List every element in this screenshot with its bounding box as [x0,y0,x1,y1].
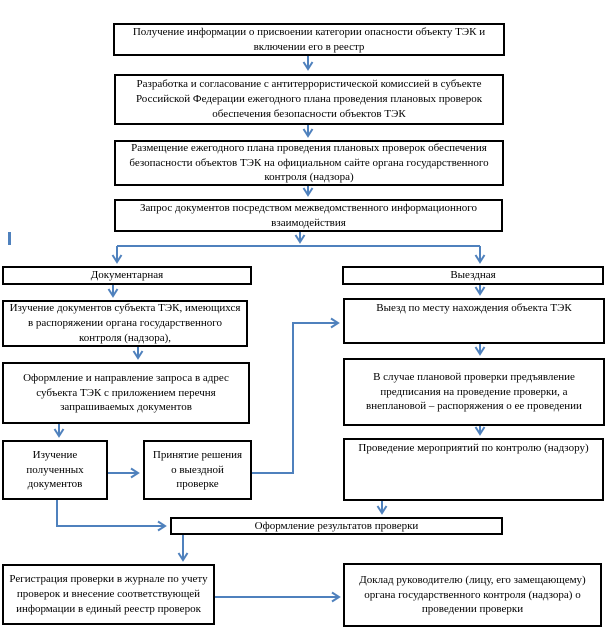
stray-cursor-mark [8,232,11,245]
node-results: Оформление результатов проверки [170,517,503,535]
node-report-to-head: Доклад руководителю (лицу, его замещающе… [343,563,602,627]
connector-decision-visit [252,317,340,474]
node-study-subject-docs: Изучение документов субъекта ТЭК, имеющи… [2,300,248,347]
node-present-order: В случае плановой проверки предъявление … [343,358,605,426]
node-get-info: Получение информации о присвоении катего… [113,23,505,56]
node-request-documents: Запрос документов посредством межведомст… [114,199,503,232]
node-control-activities: Проведение мероприятий по контролю (надз… [343,438,604,501]
node-decision-field-check: Принятие решения о выездной проверке [143,440,252,500]
node-branch-field: Выездная [342,266,604,285]
node-site-visit: Выезд по месту нахождения объекта ТЭК [343,298,605,344]
node-develop-plan: Разработка и согласование с антитеррорис… [114,74,504,125]
node-send-request: Оформление и направление запроса в адрес… [2,362,250,424]
connector-received-results [56,500,167,532]
node-register-check: Регистрация проверки в журнале по учету … [2,564,215,625]
node-study-received-docs: Изучение полученных документов [2,440,108,500]
node-branch-documentary: Документарная [2,266,252,285]
node-publish-plan: Размещение ежегодного плана проведения п… [114,140,504,186]
